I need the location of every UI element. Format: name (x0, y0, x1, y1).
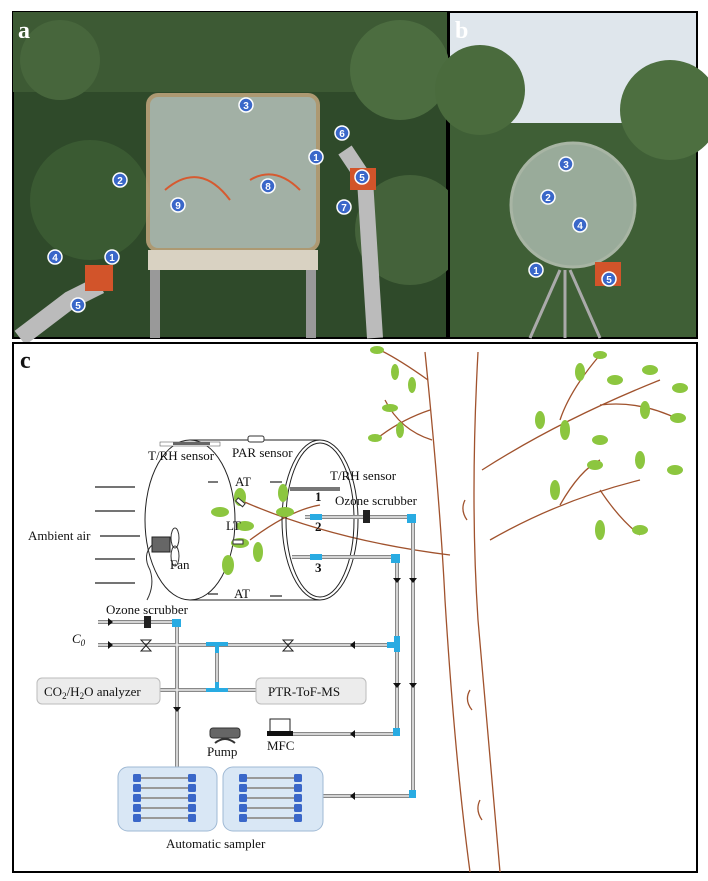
label-at-top: AT (235, 474, 251, 489)
sampler-tube-cap (188, 794, 196, 802)
label-lt: LT (226, 518, 241, 533)
panel-label-b: b (455, 18, 468, 44)
label-port-1: 1 (315, 489, 322, 504)
marker: 7 (341, 203, 347, 214)
label-mfc: MFC (267, 738, 294, 753)
label-analyzer: CO2/H2O analyzer (44, 684, 141, 701)
panel-label-c: c (20, 348, 31, 374)
marker: 1 (109, 253, 115, 264)
marker: 5 (75, 301, 81, 312)
panel-a-markers: 3 6 1 2 5 8 9 7 4 1 5 (47, 97, 370, 313)
marker: 4 (52, 253, 58, 264)
marker: 1 (533, 266, 539, 277)
marker: 8 (265, 182, 271, 193)
sampler-tube-cap (239, 774, 247, 782)
sampler-tube-cap (294, 814, 302, 822)
marker: 5 (359, 173, 365, 184)
sampler-tube-cap (294, 794, 302, 802)
panel-b-markers: 3 2 4 1 5 (528, 156, 617, 287)
sampler-tube-cap (239, 784, 247, 792)
sampler-tube-cap (133, 774, 141, 782)
sampler-tube-cap (294, 804, 302, 812)
chamber (95, 435, 359, 601)
sampler-tube-cap (294, 784, 302, 792)
tubing (98, 510, 417, 800)
label-trh-sensor-right: T/RH sensor (330, 468, 397, 483)
tree (239, 346, 688, 873)
panel-a-photo: a (12, 11, 465, 346)
sampler-tube-cap (188, 804, 196, 812)
sampler-tube-cap (188, 814, 196, 822)
panel-b-photo: b (435, 11, 708, 339)
sampler-tube-cap (294, 774, 302, 782)
label-ambient-air: Ambient air (28, 528, 91, 543)
marker: 2 (545, 193, 551, 204)
sampler-tube-cap (133, 784, 141, 792)
diagram-labels: T/RH sensor PAR sensor AT T/RH sensor Oz… (28, 445, 418, 851)
sampler-tube-cap (133, 814, 141, 822)
panel-label-a: a (18, 18, 30, 44)
marker: 2 (117, 176, 123, 187)
marker: 1 (313, 153, 319, 164)
sampler-tube-cap (133, 794, 141, 802)
label-ozone-scrubber-right: Ozone scrubber (335, 493, 418, 508)
marker: 3 (243, 101, 249, 112)
label-pump: Pump (207, 744, 237, 759)
marker: 6 (339, 129, 345, 140)
label-at-bottom: AT (234, 586, 250, 601)
marker: 4 (577, 221, 583, 232)
marker: 5 (606, 275, 612, 286)
ptr-tof-ms-box (255, 677, 367, 705)
marker: 3 (563, 160, 569, 171)
label-fan: Fan (170, 557, 190, 572)
label-ozone-scrubber-left: Ozone scrubber (106, 602, 189, 617)
marker: 9 (175, 201, 181, 212)
sampler-tube-cap (239, 814, 247, 822)
sampler-tube-cap (188, 774, 196, 782)
label-trh-sensor-left: T/RH sensor (148, 448, 215, 463)
sampler-tube-cap (188, 784, 196, 792)
label-ptr-tof-ms: PTR-ToF-MS (268, 684, 340, 699)
label-port-3: 3 (315, 560, 322, 575)
label-par-sensor: PAR sensor (232, 445, 293, 460)
label-automatic-sampler: Automatic sampler (166, 836, 266, 851)
sampler-tube-cap (239, 804, 247, 812)
automatic-sampler (117, 766, 324, 832)
connectors (172, 514, 416, 798)
co2-h2o-analyzer-box (36, 677, 161, 705)
sampler-tube-cap (133, 804, 141, 812)
label-c0: C0 (72, 631, 86, 648)
sampler-tube-cap (239, 794, 247, 802)
label-port-2: 2 (315, 519, 322, 534)
